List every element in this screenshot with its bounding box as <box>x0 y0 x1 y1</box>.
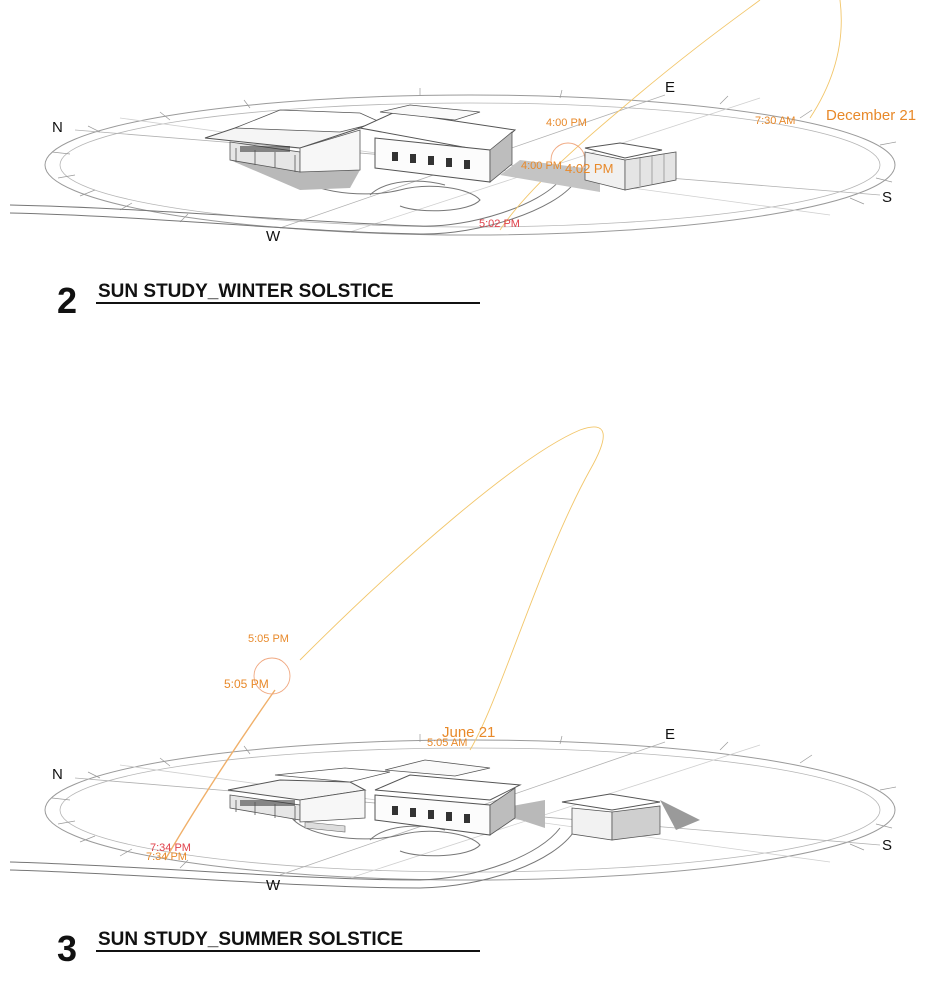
summer-house-model <box>227 759 700 841</box>
summer-sun-path <box>164 426 604 861</box>
summer-view <box>9 426 897 889</box>
winter-north-label: N <box>52 119 63 136</box>
winter-time-label-2: 4:00 PM <box>521 160 562 172</box>
summer-view-title: SUN STUDY_SUMMER SOLSTICE <box>98 929 404 950</box>
summer-title-underline <box>96 950 480 952</box>
winter-view <box>9 0 897 236</box>
summer-south-label: S <box>882 837 893 854</box>
winter-view-title: SUN STUDY_WINTER SOLSTICE <box>98 281 394 302</box>
summer-time-label-2: 5:05 PM <box>224 677 269 691</box>
summer-compass-ring <box>44 739 896 881</box>
summer-view-number: 3 <box>57 928 78 969</box>
summer-ring-ticks <box>51 734 897 869</box>
winter-time-label-1: 4:00 PM <box>546 117 587 129</box>
summer-west-label: W <box>266 877 281 894</box>
winter-south-label: S <box>882 189 893 206</box>
winter-sunrise-time: 7:30 AM <box>755 115 796 127</box>
winter-driveway <box>9 169 576 235</box>
winter-date-label: December 21 <box>826 107 917 124</box>
summer-east-label: E <box>665 726 676 743</box>
summer-sunrise-time: 5:05 AM <box>427 737 468 749</box>
winter-west-label: W <box>266 228 281 245</box>
summer-date-label: June 21 <box>442 724 496 741</box>
winter-title-underline <box>96 302 480 304</box>
winter-view-number: 2 <box>57 280 78 321</box>
winter-house-model <box>204 104 677 192</box>
winter-compass-ring <box>44 94 896 236</box>
summer-sunset-time-a: 7:34 PM <box>150 842 191 854</box>
winter-ring-ticks <box>51 88 897 223</box>
summer-time-label-1: 5:05 PM <box>248 633 289 645</box>
winter-time-label-3: 4:02 PM <box>565 161 614 176</box>
summer-sunset-time-b: 7:34 PM <box>146 851 187 863</box>
summer-north-label: N <box>52 766 63 783</box>
winter-sunset-time: 5:02 PM <box>479 218 520 230</box>
winter-east-label: E <box>665 79 676 96</box>
